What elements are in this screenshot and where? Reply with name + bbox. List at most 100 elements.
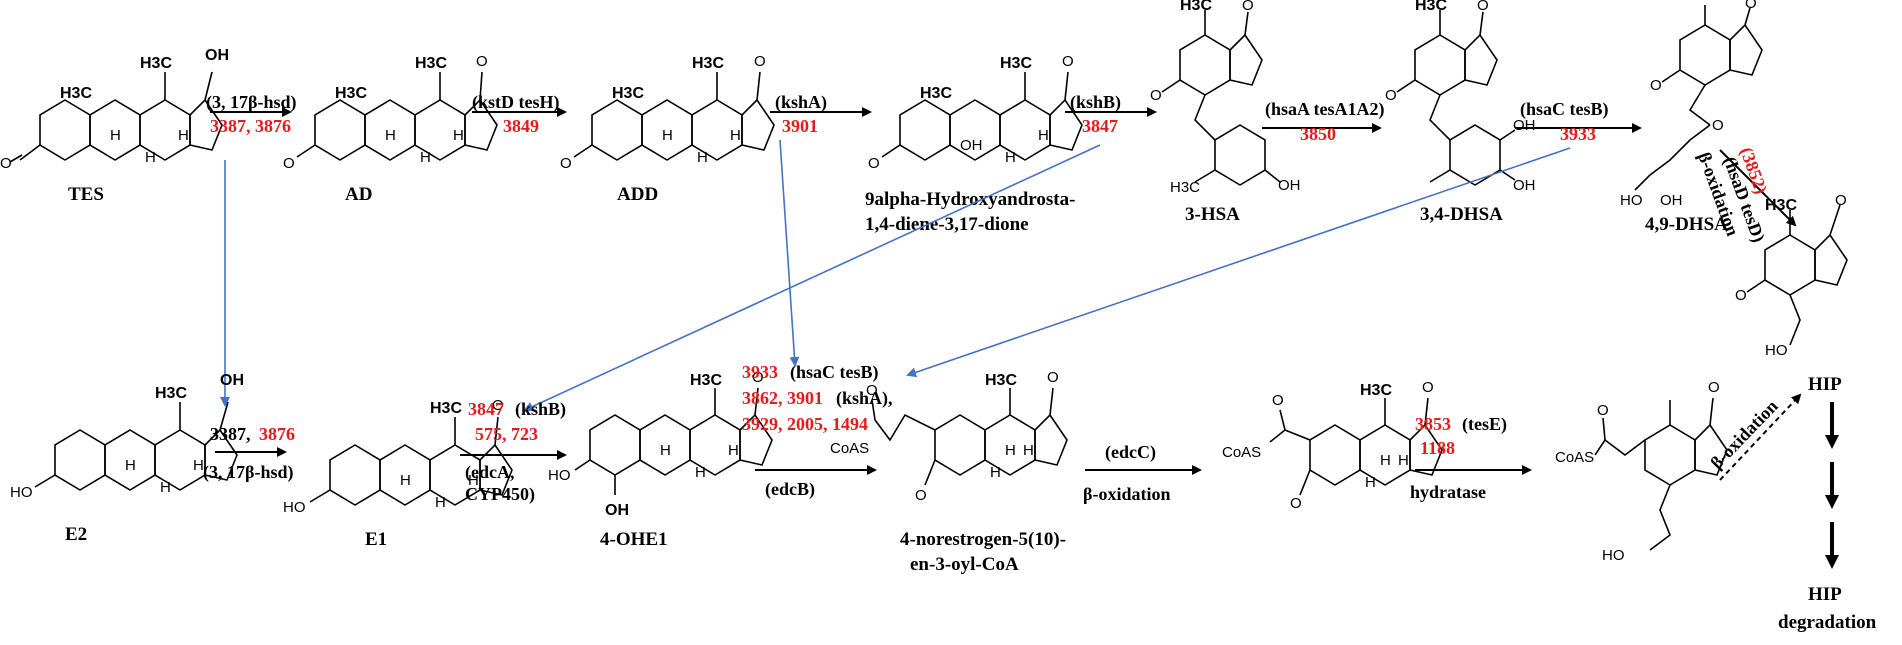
h-label: H <box>400 472 411 489</box>
hydroxyl-label: OH <box>1513 177 1536 194</box>
step6-ids: 3933 <box>1560 124 1596 144</box>
oxo-label: O <box>754 53 766 70</box>
step1-ids: 3387, 3876 <box>210 116 291 136</box>
h-label: H <box>1005 442 1016 459</box>
step2-gene: (kstD tesH) <box>472 92 560 113</box>
oxo-label: O <box>1150 87 1162 104</box>
oxo-label: O <box>1597 402 1609 419</box>
hydroxyl-label: OH <box>960 137 983 154</box>
methyl-label: H3C <box>140 55 172 72</box>
compound-49dhsa: 4,9-DHSA <box>1645 214 1728 235</box>
h-label: H <box>453 127 464 144</box>
h-label: H <box>697 149 708 166</box>
step5-ids: 3850 <box>1300 124 1336 144</box>
methyl-label: H3C <box>612 85 644 102</box>
methyl-label: H3C <box>1170 179 1200 196</box>
hsa3-structure: O O H3C H3C OH <box>1150 0 1301 196</box>
hip-degradation-line2: degradation <box>1778 612 1877 633</box>
b5-ids: 3853 <box>1415 414 1451 434</box>
compound-tes: TES <box>68 184 104 205</box>
step6-gene: (hsaC tesB) <box>1520 99 1609 120</box>
methyl-label: H3C <box>1765 197 1797 214</box>
hip-structure: O O H3C HO <box>1735 192 1848 359</box>
oxo-label: O <box>283 155 295 172</box>
b5-ids2: 1188 <box>1420 438 1455 458</box>
compound-hydroxy-line2: 1,4-diene-3,17-dione <box>865 214 1029 235</box>
b1-gene: (3, 17β-hsd) <box>203 462 294 483</box>
hydroxyl-label: OH <box>1660 192 1683 209</box>
methyl-label: H3C <box>690 372 722 389</box>
tes-structure: O H3C H3C OH H H H <box>0 47 229 172</box>
methyl-label: H3C <box>692 55 724 72</box>
h-label: H <box>730 127 741 144</box>
compound-hydroxy-line1: 9alpha-Hydroxyandrosta- <box>865 189 1075 210</box>
compound-hip: HIP <box>1808 374 1842 395</box>
oxo-label: O <box>560 155 572 172</box>
coa-ester-structure: O O O CoAS H3C H H H <box>1222 379 1443 512</box>
methyl-label: H3C <box>920 85 952 102</box>
coas-label: CoAS <box>830 440 869 457</box>
b3-ids3: 3929, 2005, 1494 <box>742 414 868 434</box>
step4-ids: 3847 <box>1082 116 1118 136</box>
dhsa49-structure: O O O HO OH <box>1620 0 1763 209</box>
hydroxyl-label: HO <box>1765 342 1788 359</box>
h-label: H <box>1365 474 1376 491</box>
e2-structure: HO H3C OH H H H <box>10 372 244 501</box>
b1-id-a: 3387, <box>210 424 251 444</box>
methyl-label: H3C <box>1180 0 1212 14</box>
coas-label: CoAS <box>1222 444 1261 461</box>
step3-gene: (kshA) <box>775 92 827 113</box>
oxo-label: O <box>1745 0 1757 12</box>
compound-norestrogen-line1: 4-norestrogen-5(10)- <box>900 529 1066 550</box>
b2-gene: (kshB) <box>515 399 566 420</box>
h-label: H <box>420 149 431 166</box>
compound-add: ADD <box>617 184 658 205</box>
oxo-label: O <box>1422 379 1434 396</box>
step2-ids: 3849 <box>503 116 539 136</box>
oxo-label: O <box>868 155 880 172</box>
coas-label: CoAS <box>1555 449 1594 466</box>
hydroxyl-label: OH <box>605 502 629 519</box>
step4-gene: (kshB) <box>1070 92 1121 113</box>
hydroxyl-label: HO <box>548 467 571 484</box>
h-label: H <box>468 472 479 489</box>
oxo-label: O <box>1385 87 1397 104</box>
compound-e2: E2 <box>65 524 87 545</box>
oxo-label: O <box>492 397 504 414</box>
oxo-label: O <box>1708 379 1720 396</box>
h-label: H <box>660 442 671 459</box>
oxo-label: O <box>1735 287 1747 304</box>
oxo-label: O <box>752 369 764 386</box>
e1-structure: HO O H3C H H H <box>283 397 513 516</box>
h-label: H <box>178 127 189 144</box>
oxo-label: O <box>1290 495 1302 512</box>
oxo-label: O <box>866 382 878 399</box>
h-label: H <box>435 494 446 511</box>
connector-kshb <box>523 144 1101 412</box>
oxo-label: O <box>1242 0 1254 14</box>
compound-ad: AD <box>345 184 372 205</box>
connector-ksha <box>779 139 800 367</box>
oxo-label: O <box>1650 77 1662 94</box>
h-label: H <box>110 127 121 144</box>
b3-gene2: (kshA), <box>836 388 893 409</box>
compound-4ohe1: 4-OHE1 <box>600 529 668 550</box>
oxo-label: O <box>1712 117 1724 134</box>
h-label: H <box>145 149 156 166</box>
hydroxyl-label: OH <box>205 47 229 64</box>
oxo-label: O <box>476 53 488 70</box>
methyl-label: H3C <box>60 85 92 102</box>
h-label: H <box>728 442 739 459</box>
arrow-49dhsa-hip <box>1719 149 1797 227</box>
b6-beta: β-oxidation <box>1706 396 1781 473</box>
oxo-label: O <box>0 155 12 172</box>
b2-ids1: 3847 <box>468 399 504 419</box>
b2-ids2: 575, 723 <box>475 424 538 444</box>
step3-ids: 3901 <box>782 116 818 136</box>
b3-edcb: (edcB) <box>765 479 815 500</box>
methyl-label: H3C <box>1000 55 1032 72</box>
h-label: H <box>1023 442 1034 459</box>
h-label: H <box>1038 127 1049 144</box>
h-label: H <box>695 464 706 481</box>
